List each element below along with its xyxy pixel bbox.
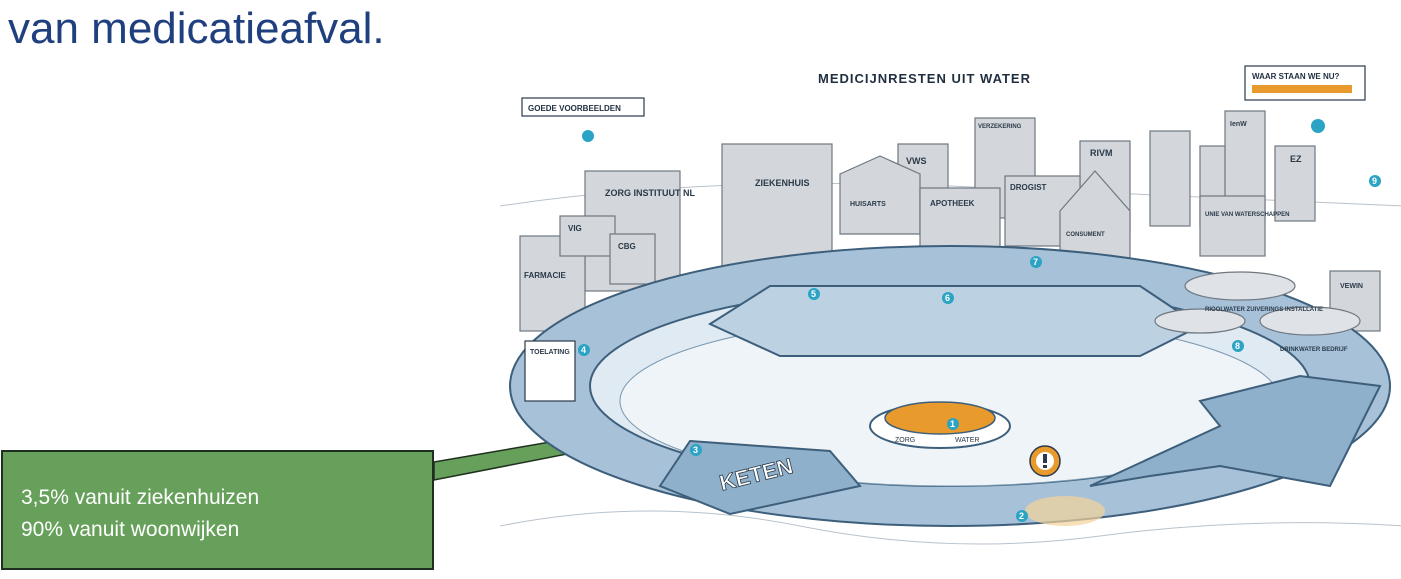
callout-line-residential: 90% vanuit woonwijken xyxy=(21,518,240,541)
water-treatment-tanks xyxy=(1154,271,1361,336)
callout-line-hospitals: 3,5% vanuit ziekenhuizen xyxy=(21,486,260,509)
svg-text:2: 2 xyxy=(1019,511,1024,521)
progress-bar xyxy=(1252,85,1352,93)
contamination-area xyxy=(1025,496,1105,526)
statistic-callout-box: 3,5% vanuit ziekenhuizen 90% vanuit woon… xyxy=(1,450,434,570)
hub-zorg: ZORG xyxy=(895,437,915,444)
marker-6 xyxy=(942,292,954,304)
label-rivm: RIVM xyxy=(1090,148,1113,158)
marker-2 xyxy=(1016,510,1028,522)
label-rwzi: RIOOLWATER ZUIVERINGS INSTALLATIE xyxy=(1205,307,1323,313)
toelating-clipboard xyxy=(524,340,576,402)
marker-3 xyxy=(690,444,702,456)
building-cbg xyxy=(609,233,656,285)
label-ienw: IenW xyxy=(1230,121,1247,128)
svg-text:3: 3 xyxy=(693,445,698,455)
waar-staan-we-nu-label: WAAR STAAN WE NU? xyxy=(1252,72,1340,81)
svg-text:1: 1 xyxy=(950,419,955,429)
marker-7 xyxy=(1030,256,1042,268)
label-zorginstituut: ZORG INSTITUUT NL xyxy=(605,188,695,198)
warning-pin-icon xyxy=(1029,445,1061,477)
building-unie-waterschappen xyxy=(1199,195,1266,257)
label-drogist: DROGIST xyxy=(1010,183,1047,192)
hub-water: WATER xyxy=(955,437,980,444)
waar-staan-we-nu-marker xyxy=(1311,119,1325,133)
label-ez: EZ xyxy=(1290,154,1302,164)
svg-text:6: 6 xyxy=(945,293,950,303)
building-vig xyxy=(559,215,616,257)
building-apotheek xyxy=(919,187,1001,254)
center-hub xyxy=(869,401,1011,449)
svg-text:5: 5 xyxy=(811,289,816,299)
marker-8 xyxy=(1232,340,1244,352)
label-ziekenhuis: ZIEKENHUIS xyxy=(755,178,810,188)
marker-1 xyxy=(947,418,959,430)
marker-9 xyxy=(1369,175,1381,187)
label-drinkwater: DRINKWATER BEDRIJF xyxy=(1280,347,1348,353)
medicine-residues-illustration: ZIEKENHUIS ZORG INSTITUUT NL VWS VERZEKE… xyxy=(499,56,1401,574)
slide-title: van medicatieafval. xyxy=(8,4,385,53)
marker-4 xyxy=(578,344,590,356)
goede-voorbeelden-marker xyxy=(582,130,594,142)
label-toelating: TOELATING xyxy=(530,349,570,356)
label-farmacie: FARMACIE xyxy=(524,271,566,280)
building-ez xyxy=(1274,145,1316,222)
label-consument: CONSUMENT xyxy=(1066,232,1105,238)
goede-voorbeelden-label: GOEDE VOORBEELDEN xyxy=(528,104,621,113)
label-huisarts: HUISARTS xyxy=(850,201,886,208)
svg-text:9: 9 xyxy=(1372,176,1377,186)
label-vig: VIG xyxy=(568,224,582,233)
illustration-title: MEDICIJNRESTEN UIT WATER xyxy=(818,71,1031,86)
svg-text:8: 8 xyxy=(1235,341,1240,351)
svg-text:7: 7 xyxy=(1033,257,1038,267)
label-unie: UNIE VAN WATERSCHAPPEN xyxy=(1205,212,1289,218)
label-verzekering: VERZEKERING xyxy=(978,124,1022,130)
label-vws: VWS xyxy=(906,156,927,166)
label-vewin: VEWIN xyxy=(1340,283,1363,290)
svg-text:4: 4 xyxy=(581,345,586,355)
marker-5 xyxy=(808,288,820,300)
label-cbg: CBG xyxy=(618,242,636,251)
label-apotheek: APOTHEEK xyxy=(930,199,975,208)
